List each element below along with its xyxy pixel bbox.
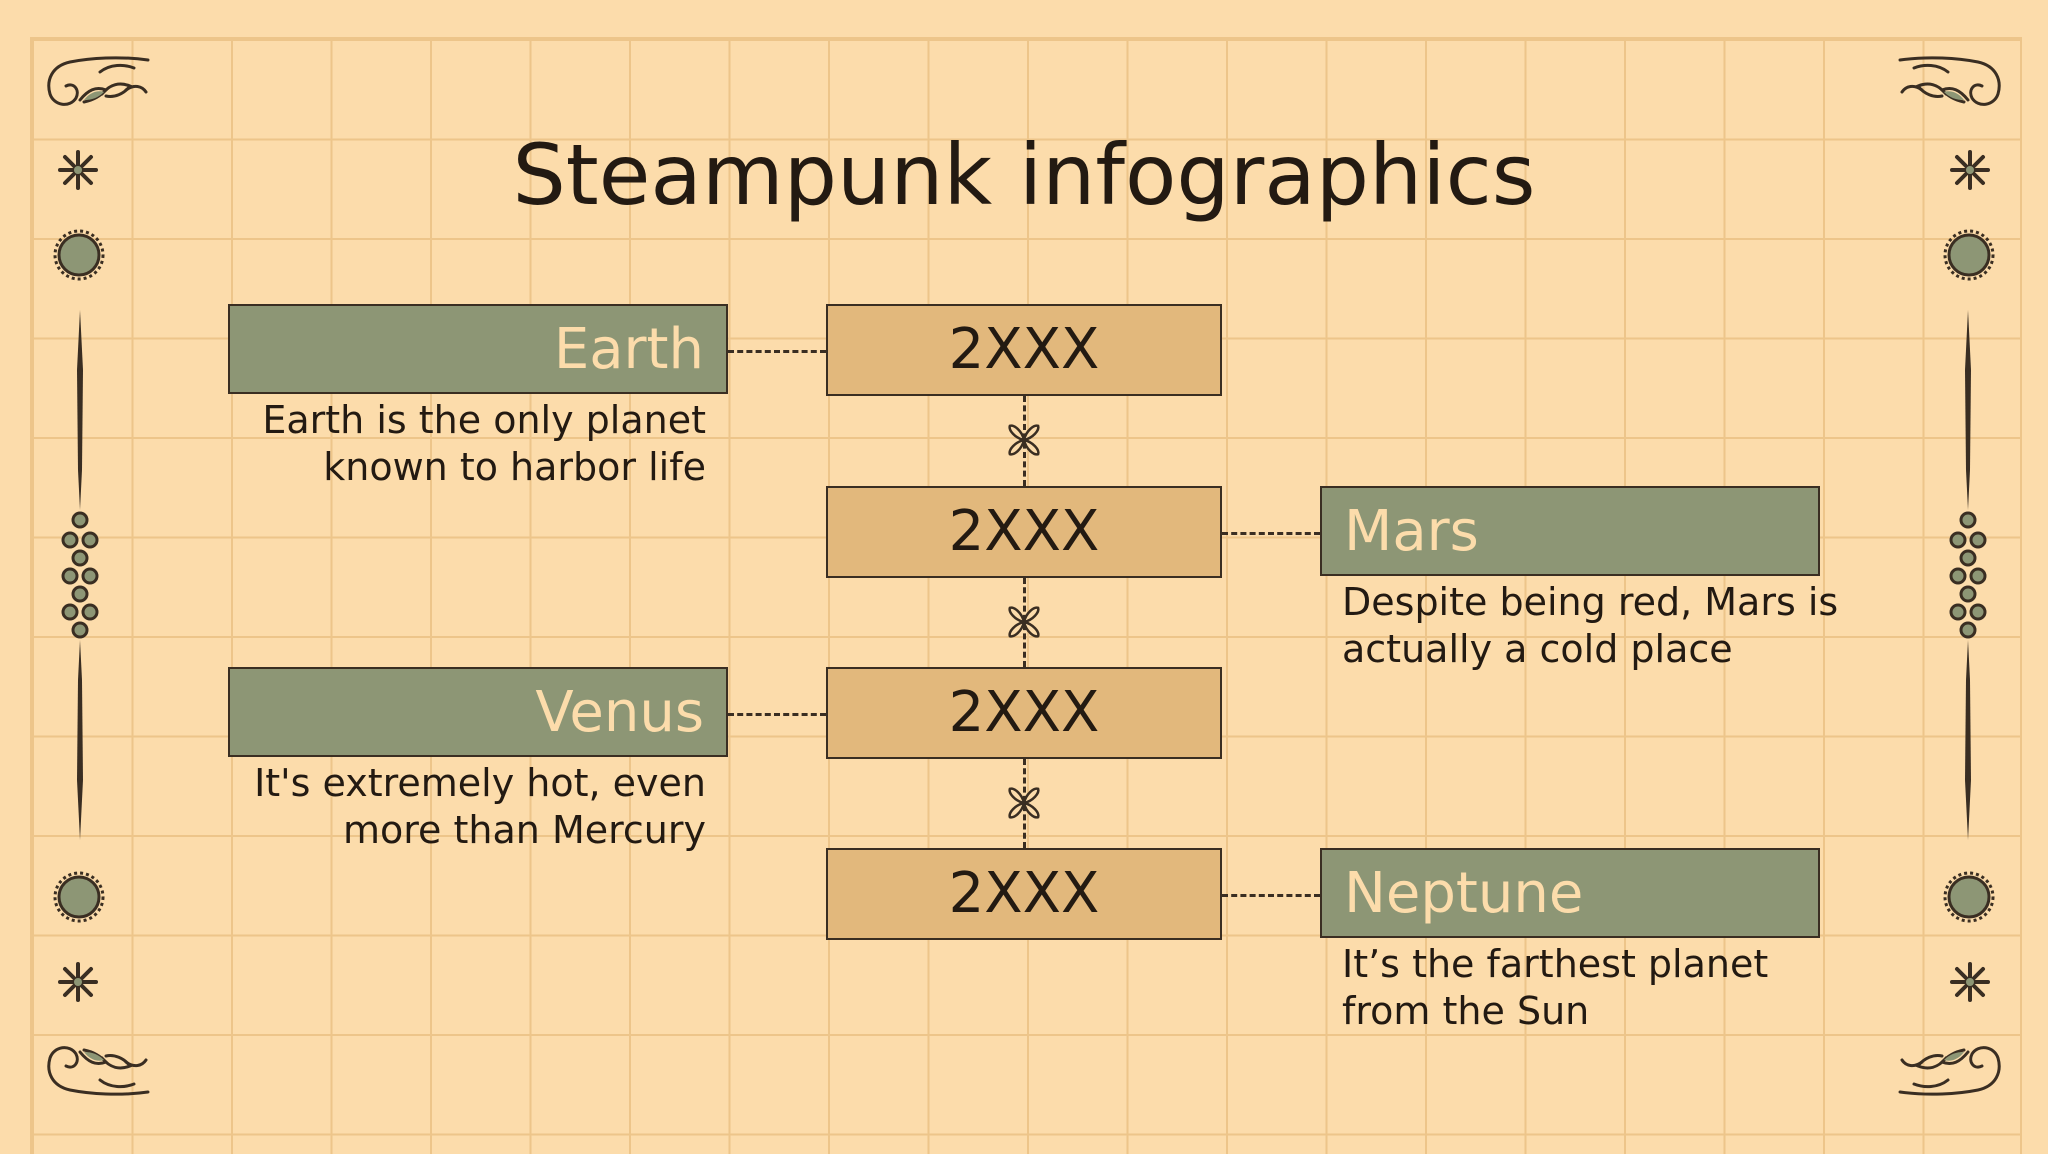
connector-venus bbox=[728, 713, 826, 716]
date-box-4: 2XXX bbox=[826, 848, 1222, 940]
planet-description-venus: It's extremely hot, even more than Mercu… bbox=[254, 761, 706, 852]
asterisk-ornament-icon bbox=[1950, 150, 1990, 190]
gear-icon bbox=[53, 871, 105, 923]
planet-label-neptune: Neptune bbox=[1320, 848, 1820, 938]
leaf-knot-icon bbox=[1008, 606, 1040, 638]
asterisk-ornament-icon bbox=[58, 962, 98, 1002]
planet-description-neptune: It’s the farthest planet from the Sun bbox=[1342, 942, 1769, 1033]
planet-label-mars: Mars bbox=[1320, 486, 1820, 576]
ornamental-divider-icon bbox=[1949, 310, 1987, 840]
connector-mars bbox=[1222, 532, 1320, 535]
gear-icon bbox=[53, 229, 105, 281]
page-title: Steampunk infographics bbox=[512, 126, 1536, 224]
connector-neptune bbox=[1222, 894, 1320, 897]
gear-icon bbox=[1943, 871, 1995, 923]
corner-flourish-icon bbox=[47, 1046, 150, 1096]
gear-icon bbox=[1943, 229, 1995, 281]
connector-earth bbox=[728, 350, 826, 353]
grid-background bbox=[30, 37, 2022, 1154]
leaf-knot-icon bbox=[1008, 787, 1040, 819]
planet-label-venus: Venus bbox=[228, 667, 728, 757]
planet-description-mars: Despite being red, Mars is actually a co… bbox=[1342, 580, 1839, 671]
planet-description-earth: Earth is the only planet known to harbor… bbox=[262, 398, 706, 489]
date-box-3: 2XXX bbox=[826, 667, 1222, 759]
leaf-knot-icon bbox=[1008, 424, 1040, 456]
planet-label-earth: Earth bbox=[228, 304, 728, 394]
asterisk-ornament-icon bbox=[1950, 962, 1990, 1002]
corner-flourish-icon bbox=[1898, 1046, 2001, 1096]
ornamental-divider-icon bbox=[61, 310, 99, 840]
date-box-2: 2XXX bbox=[826, 486, 1222, 578]
corner-flourish-icon bbox=[47, 56, 150, 106]
corner-flourish-icon bbox=[1898, 56, 2001, 106]
asterisk-ornament-icon bbox=[58, 150, 98, 190]
date-box-1: 2XXX bbox=[826, 304, 1222, 396]
